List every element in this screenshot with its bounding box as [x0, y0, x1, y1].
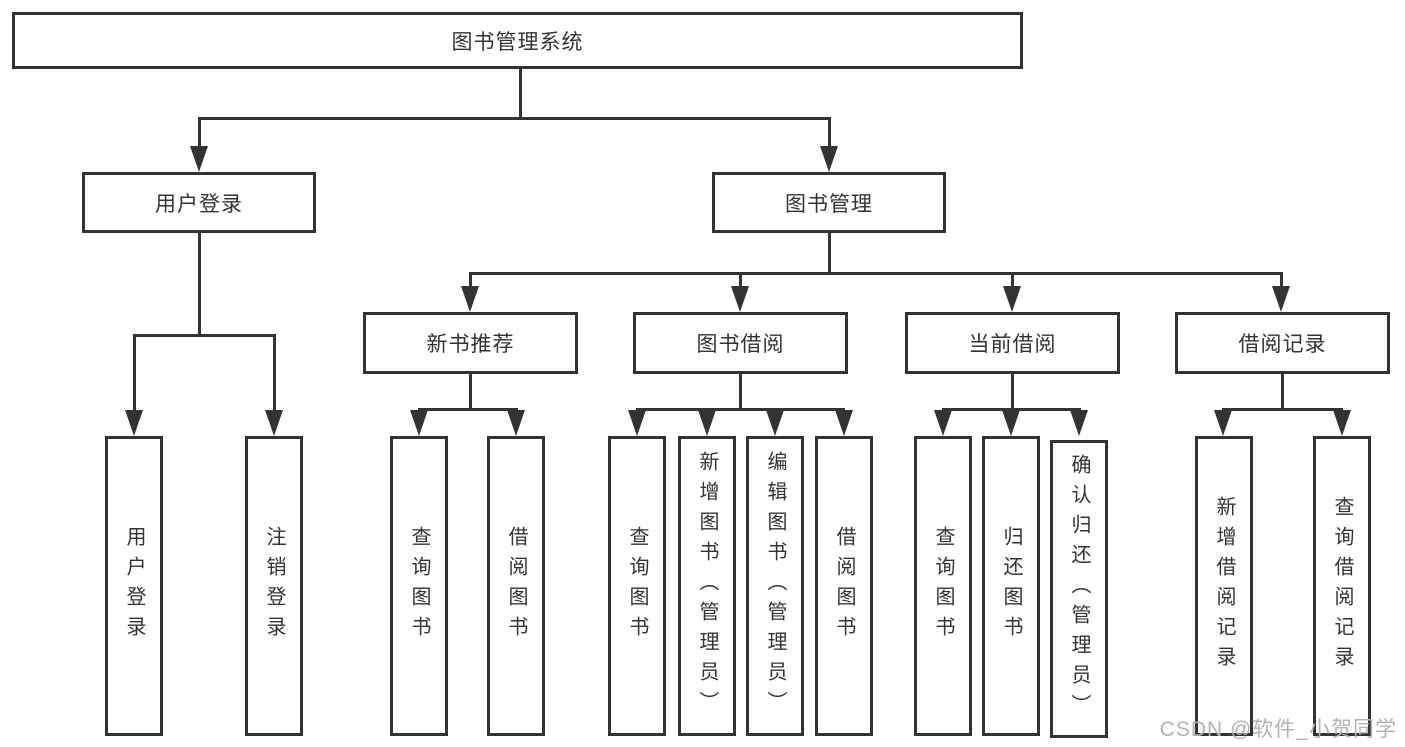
connector-line	[942, 408, 1081, 411]
leaf-edit-book-admin: 编辑图书（管理员）	[746, 436, 804, 736]
leaf-query-books-current: 查询图书	[914, 436, 972, 736]
arrow-down-icon	[1070, 410, 1088, 436]
arrow-down-icon	[507, 410, 525, 436]
connector-line	[1011, 272, 1014, 288]
connector-line	[828, 117, 831, 149]
arrow-down-icon	[265, 410, 283, 436]
connector-line	[636, 408, 845, 411]
connector-line	[198, 117, 201, 149]
node-label: 图书管理	[785, 192, 873, 216]
node-user-login: 用户登录	[82, 172, 316, 233]
connector-line	[1281, 374, 1284, 408]
node-label: 借阅图书	[833, 526, 855, 646]
node-label: 查询借阅记录	[1331, 496, 1353, 676]
node-label: 查询图书	[626, 526, 648, 646]
node-label: 确认归还（管理员）	[1068, 454, 1090, 724]
arrow-down-icon	[835, 410, 853, 436]
node-label: 用户登录	[123, 526, 145, 646]
leaf-query-books-recommend: 查询图书	[390, 436, 448, 736]
leaf-borrow-books-recommend: 借阅图书	[487, 436, 545, 736]
connector-line	[739, 374, 742, 408]
connector-line	[133, 334, 275, 337]
leaf-user-login: 用户登录	[105, 436, 163, 736]
arrow-down-icon	[934, 410, 952, 436]
leaf-query-books-borrow: 查询图书	[608, 436, 666, 736]
arrow-down-icon	[125, 410, 143, 436]
arrow-down-icon	[1333, 410, 1351, 436]
connector-line	[418, 408, 518, 411]
node-label: 当前借阅	[968, 333, 1057, 356]
arrow-down-icon	[820, 146, 838, 172]
leaf-confirm-return-admin: 确认归还（管理员）	[1050, 440, 1108, 738]
node-label: 新增借阅记录	[1213, 496, 1235, 676]
arrow-down-icon	[766, 410, 784, 436]
arrow-down-icon	[190, 146, 208, 172]
arrow-down-icon	[1214, 410, 1232, 436]
arrow-down-icon	[461, 286, 479, 312]
connector-line	[1011, 374, 1014, 408]
arrow-down-icon	[1003, 286, 1021, 312]
arrow-down-icon	[731, 286, 749, 312]
connector-line	[133, 334, 136, 410]
node-current-borrow: 当前借阅	[905, 312, 1120, 374]
connector-line	[1280, 272, 1283, 288]
connector-line	[828, 233, 831, 272]
leaf-return-book: 归还图书	[982, 436, 1040, 736]
leaf-query-borrow-record: 查询借阅记录	[1313, 436, 1371, 736]
node-label: 注销登录	[263, 526, 285, 646]
arrow-down-icon	[1002, 410, 1020, 436]
connector-line	[273, 334, 276, 410]
node-label: 图书管理系统	[451, 30, 584, 54]
node-new-book-recommend: 新书推荐	[363, 312, 578, 374]
node-label: 用户登录	[155, 192, 243, 216]
node-label: 图书借阅	[696, 333, 785, 356]
connector-line	[1222, 408, 1343, 411]
connector-line	[198, 233, 201, 334]
node-label: 借阅记录	[1238, 333, 1327, 356]
node-label: 编辑图书（管理员）	[764, 451, 786, 721]
connector-line	[469, 374, 472, 408]
arrow-down-icon	[410, 410, 428, 436]
connector-line	[198, 117, 831, 120]
watermark: CSDN @软件_小贺同学	[1159, 718, 1397, 741]
node-label: 新增图书（管理员）	[696, 451, 718, 721]
connector-line	[739, 272, 742, 288]
node-book-management: 图书管理	[712, 172, 946, 233]
arrow-down-icon	[628, 410, 646, 436]
arrow-down-icon	[698, 410, 716, 436]
arrow-down-icon	[1272, 286, 1290, 312]
leaf-logout: 注销登录	[245, 436, 303, 736]
leaf-borrow-books: 借阅图书	[815, 436, 873, 736]
connector-line	[469, 272, 472, 288]
node-borrow-records: 借阅记录	[1175, 312, 1390, 374]
node-label: 查询图书	[932, 526, 954, 646]
leaf-add-book-admin: 新增图书（管理员）	[678, 436, 736, 736]
node-root: 图书管理系统	[12, 12, 1023, 69]
node-book-borrow: 图书借阅	[633, 312, 848, 374]
connector-line	[519, 69, 522, 117]
leaf-add-borrow-record: 新增借阅记录	[1195, 436, 1253, 736]
node-label: 归还图书	[1000, 526, 1022, 646]
connector-line	[469, 272, 1283, 275]
node-label: 借阅图书	[505, 526, 527, 646]
node-label: 新书推荐	[426, 333, 515, 356]
node-label: 查询图书	[408, 526, 430, 646]
